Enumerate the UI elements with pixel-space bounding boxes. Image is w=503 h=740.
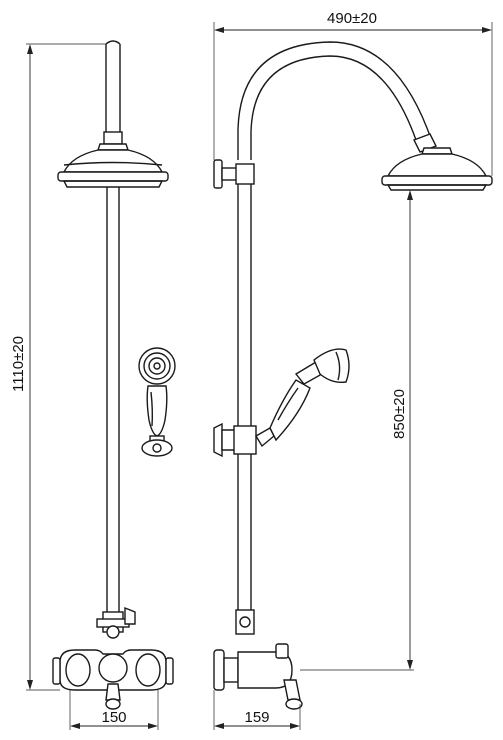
front-hand-shower (138, 347, 176, 457)
side-slide-holder (213, 422, 257, 458)
side-arm-inner (250, 55, 417, 160)
front-diverter (96, 606, 136, 639)
dim-front-width-label: 150 (101, 709, 126, 726)
front-top-pipe (105, 40, 121, 132)
dim-total-height-label: 1110±20 (10, 336, 27, 392)
side-diverter (235, 609, 255, 635)
front-view (52, 40, 176, 710)
side-shower-head (381, 147, 493, 191)
front-riser-pipe (106, 187, 120, 612)
front-head-connector (103, 131, 123, 145)
front-mixer (52, 649, 174, 710)
dim-side-depth-label: 159 (244, 709, 269, 726)
dim-head-height-label: 850±20 (391, 389, 408, 439)
side-view (213, 41, 493, 710)
dimension-lines (26, 22, 493, 730)
side-riser-pipe (237, 184, 252, 610)
side-hand-shower (255, 348, 350, 448)
side-wall-bracket (213, 159, 255, 189)
front-shower-head (57, 143, 169, 188)
dim-arm-reach-label: 490±20 (327, 10, 377, 27)
side-arm-outer (237, 41, 431, 160)
side-mixer (213, 643, 303, 710)
